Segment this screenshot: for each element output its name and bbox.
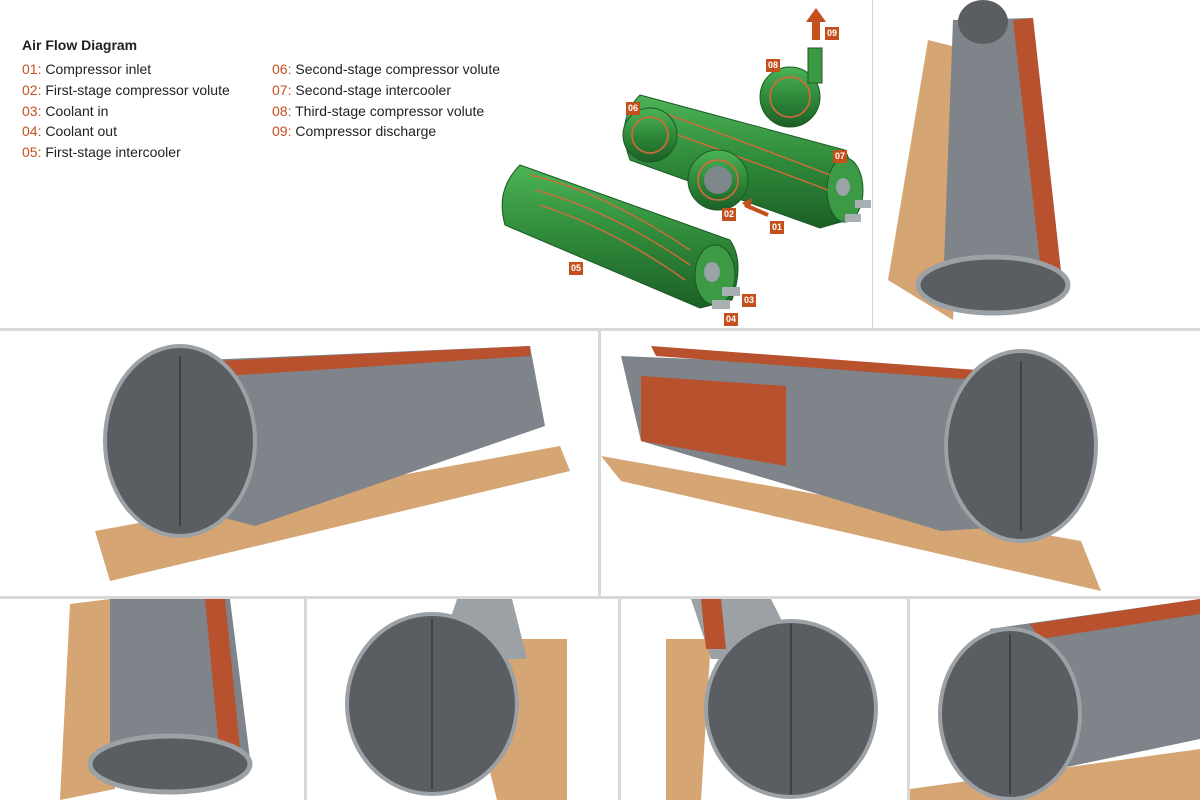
copper-strip — [651, 346, 991, 381]
tag-03: 03 — [742, 294, 757, 307]
tag-09: 09 — [825, 27, 840, 40]
coolant-pipe — [855, 200, 871, 208]
tag-02: 02 — [722, 208, 737, 221]
copper-fins — [205, 599, 240, 759]
legend-item: 05: First-stage intercooler — [22, 144, 181, 161]
legend-column-left: 01: Compressor inlet 02: First-stage com… — [22, 59, 230, 163]
legend-item: 04: Coolant out — [22, 123, 117, 140]
tag-07: 07 — [833, 150, 848, 163]
divider — [0, 328, 1200, 331]
photo-panel-middle-left — [0, 331, 598, 596]
copper-fins — [1030, 599, 1200, 639]
coolant-in-pipe — [722, 287, 740, 296]
divider — [0, 596, 1200, 599]
legend-item: 06: Second-stage compressor volute — [272, 61, 501, 77]
photo-panel-bottom-1 — [0, 599, 304, 800]
legend-item: 07: Second-stage intercooler — [272, 81, 452, 98]
intercooler-photo — [601, 346, 1101, 591]
copper-fins — [1013, 18, 1063, 290]
legend-column-right: 06: Second-stage compressor volute 07: S… — [272, 59, 500, 142]
photo-panel-vertical — [873, 0, 1200, 328]
intercooler-photo — [910, 599, 1200, 800]
divider — [304, 599, 307, 800]
photo-panel-bottom-2 — [307, 599, 618, 800]
divider — [907, 599, 910, 800]
divider — [872, 0, 873, 328]
legend-title: Air Flow Diagram — [22, 37, 138, 53]
tag-08: 08 — [766, 59, 781, 72]
photo-panel-middle-right — [601, 331, 1200, 596]
legend-item: 08: Third-stage compressor volute — [272, 102, 485, 119]
bottom-flange — [87, 733, 253, 795]
intercooler-photo — [95, 344, 570, 581]
bottom-flange — [915, 254, 1071, 316]
wood-pallet — [666, 639, 711, 800]
coolant-out-pipe — [712, 300, 730, 309]
divider — [618, 599, 621, 800]
intercooler-photo — [666, 599, 878, 800]
top-flange — [958, 0, 1008, 44]
intercooler-photo — [345, 599, 567, 800]
legend-item: 03: Coolant in — [22, 102, 109, 119]
tag-06: 06 — [626, 102, 641, 115]
first-stage-intercooler — [501, 164, 739, 309]
tag-04: 04 — [724, 313, 739, 326]
intercooler-photo — [888, 0, 1071, 320]
divider — [598, 331, 601, 596]
legend-item: 02: First-stage compressor volute — [22, 81, 230, 98]
compressor-diagram — [501, 8, 871, 309]
tag-05: 05 — [569, 262, 584, 275]
copper-fins — [701, 599, 726, 649]
core-body — [180, 346, 545, 526]
air-flow-diagram-panel: Air Flow Diagram 01: Compressor inlet 02… — [0, 0, 872, 328]
tag-01: 01 — [770, 221, 785, 234]
copper-fins — [641, 376, 786, 466]
second-stage-volute — [622, 107, 678, 163]
intercooler-photo — [60, 599, 253, 800]
coolant-pipe — [845, 214, 861, 222]
copper-fins — [215, 346, 530, 376]
wood-pallet — [601, 456, 1101, 591]
legend-item: 01: Compressor inlet — [22, 61, 152, 77]
discharge-arrow — [812, 22, 820, 40]
photo-panel-bottom-3 — [621, 599, 907, 800]
wood-pallet — [95, 446, 570, 581]
photo-panel-bottom-4 — [910, 599, 1200, 800]
legend-item: 09: Compressor discharge — [272, 123, 437, 140]
third-stage-volute — [759, 47, 823, 128]
first-stage-volute — [687, 149, 749, 211]
